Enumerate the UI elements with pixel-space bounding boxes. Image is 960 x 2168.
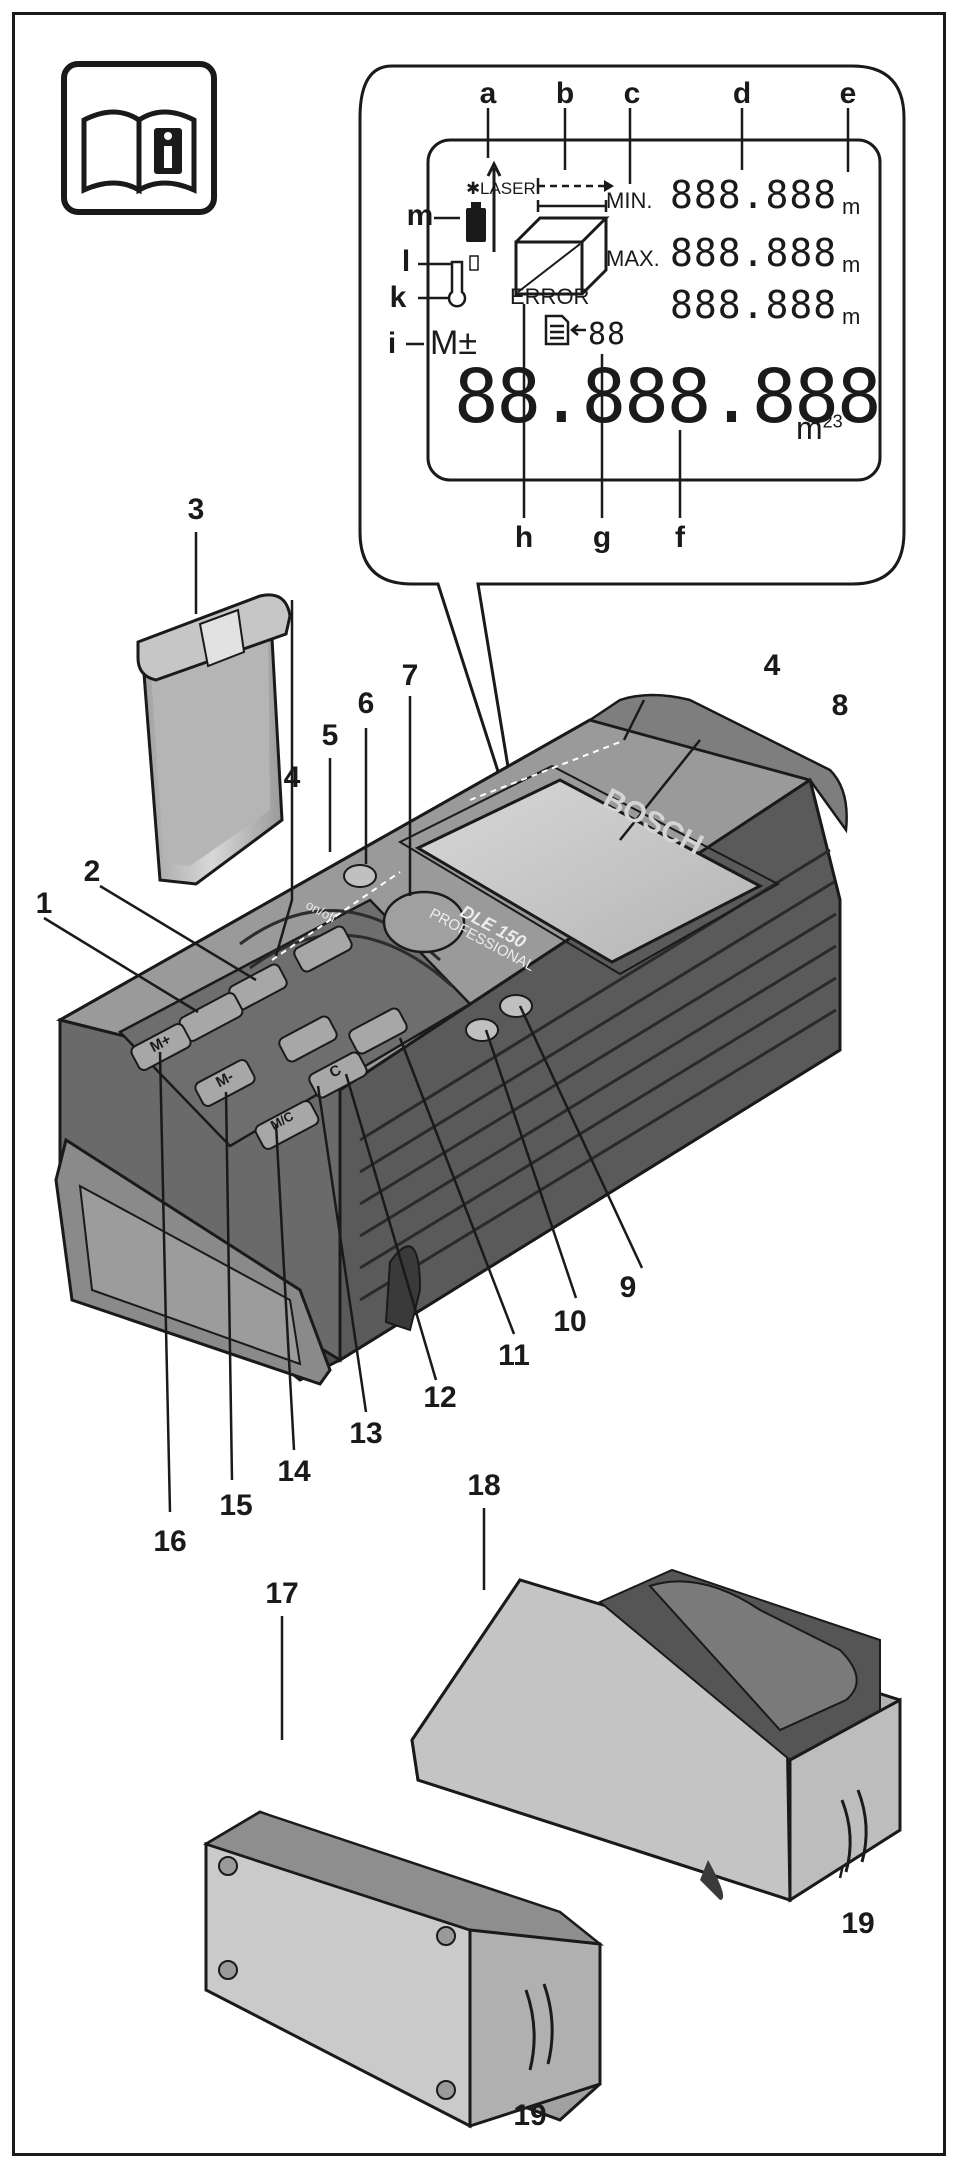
lcd-main-unit-sup: 23 bbox=[822, 411, 843, 432]
callout-c: c bbox=[623, 77, 641, 110]
belt-clip bbox=[136, 593, 292, 886]
callout-9: 9 bbox=[619, 1271, 637, 1304]
lcd-main-digits: 88.888.888 bbox=[454, 354, 882, 440]
callout-15: 15 bbox=[219, 1489, 253, 1522]
memory-list-icon bbox=[544, 314, 586, 346]
lcd-frame bbox=[426, 138, 882, 482]
callout-16: 16 bbox=[153, 1525, 187, 1558]
callout-l: l bbox=[401, 245, 411, 278]
callout-k: k bbox=[389, 281, 407, 314]
device-lcd bbox=[414, 778, 764, 964]
callout-14: 14 bbox=[277, 1455, 311, 1488]
callout-10: 10 bbox=[553, 1305, 587, 1338]
room-box-icon bbox=[514, 216, 610, 296]
figure-frame bbox=[12, 12, 946, 2156]
lcd-laser-label: LASER bbox=[480, 179, 536, 198]
lcd-error-label: ERROR bbox=[510, 284, 590, 309]
lcd-max-label: MAX. bbox=[606, 246, 660, 271]
callout-19-pack: 19 bbox=[841, 1907, 875, 1940]
lcd-min-label: MIN. bbox=[606, 188, 653, 213]
callout-h: h bbox=[514, 521, 534, 554]
lcd-row1-digits: 888.888 bbox=[670, 173, 838, 217]
callout-11: 11 bbox=[498, 1339, 530, 1372]
callout-d: d bbox=[732, 77, 752, 110]
key-volume bbox=[348, 1007, 408, 1055]
laser-star-icon: ✱ bbox=[466, 179, 481, 198]
callout-4-left: 4 bbox=[283, 761, 301, 794]
lcd-row1-unit: m bbox=[842, 194, 861, 219]
key-on-off bbox=[343, 864, 377, 888]
battery-holder bbox=[202, 1810, 605, 2129]
callout-m: m bbox=[406, 199, 434, 232]
lcd-row2-unit: m bbox=[842, 252, 861, 277]
callout-17: 17 bbox=[265, 1577, 299, 1610]
callout-5: 5 bbox=[321, 719, 339, 752]
callout-6: 6 bbox=[357, 687, 375, 720]
callout-i: i bbox=[387, 327, 397, 360]
device-body bbox=[54, 693, 848, 1386]
battery-pack bbox=[410, 1568, 902, 1903]
callout-19-holder: 19 bbox=[513, 2099, 547, 2132]
callout-b: b bbox=[555, 77, 575, 110]
callout-4-right: 4 bbox=[763, 649, 781, 682]
callout-18: 18 bbox=[467, 1469, 501, 1502]
lcd-row3-digits: 888.888 bbox=[670, 283, 838, 327]
callout-1: 1 bbox=[35, 887, 53, 920]
key-m-recall bbox=[254, 1100, 320, 1150]
callout-13: 13 bbox=[349, 1417, 383, 1450]
key-indirect bbox=[278, 1015, 338, 1063]
key-clear bbox=[308, 1051, 368, 1099]
key-light bbox=[499, 994, 533, 1018]
callout-7: 7 bbox=[401, 659, 419, 692]
callout-3: 3 bbox=[187, 493, 205, 526]
display-callout-bubble bbox=[358, 64, 906, 841]
lcd-main-unit-base: m bbox=[796, 410, 823, 446]
key-measure bbox=[382, 890, 466, 954]
manual-info-icon bbox=[61, 61, 217, 215]
callout-12: 12 bbox=[423, 1381, 457, 1414]
lcd-row3-unit: m bbox=[842, 304, 861, 329]
callout-2: 2 bbox=[83, 855, 101, 888]
callout-a: a bbox=[479, 77, 497, 110]
callout-g: g bbox=[592, 521, 612, 554]
callout-8: 8 bbox=[831, 689, 849, 722]
lcd-memory-slot: 88 bbox=[588, 317, 627, 352]
key-beep bbox=[465, 1018, 499, 1042]
key-area bbox=[293, 925, 353, 973]
temperature-icon bbox=[447, 260, 467, 308]
key-m-minus bbox=[194, 1059, 256, 1107]
battery-icon bbox=[466, 208, 486, 242]
lcd-memory-label: M± bbox=[430, 324, 477, 362]
lcd-main-unit: m23 bbox=[796, 412, 843, 444]
key-m-plus bbox=[130, 1023, 192, 1071]
lcd-row2-digits: 888.888 bbox=[670, 231, 838, 275]
callout-f: f bbox=[675, 521, 685, 554]
callout-e: e bbox=[839, 77, 857, 110]
